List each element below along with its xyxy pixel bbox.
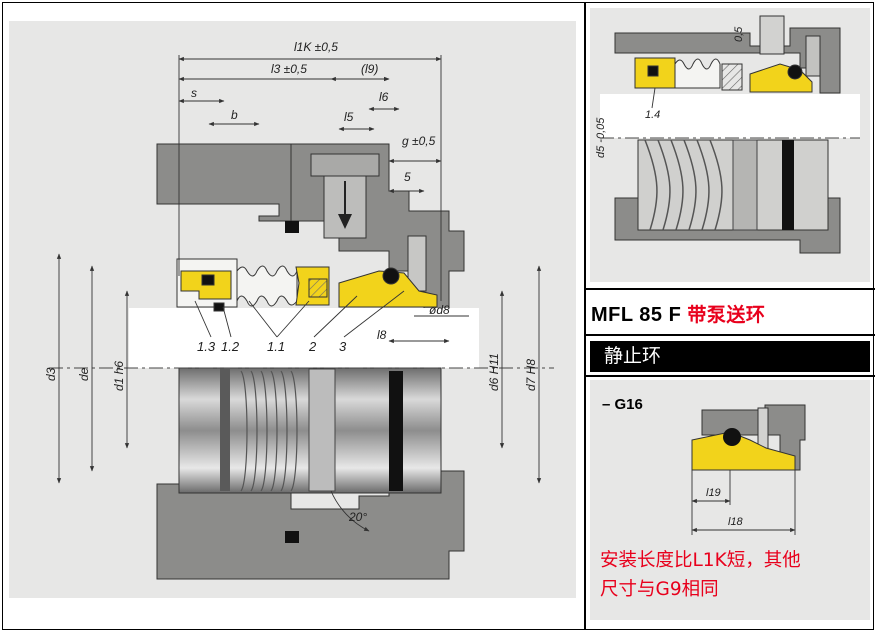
detail-part-1-4: 1.4 [645, 109, 660, 121]
shaft-view [178, 367, 442, 494]
dim-angle: 20° [348, 510, 367, 524]
dim-d7: d7 H8 [524, 359, 538, 391]
g16-housing [701, 404, 806, 471]
shaft-section [129, 308, 479, 368]
variant-label: – G16 [602, 396, 643, 413]
detail-part-leader [651, 87, 656, 109]
housing-oring-top [285, 221, 299, 233]
housing-oring-bottom [285, 531, 299, 543]
pumping-ring-drawing: d5 -0,05 0,5 1.4 [595, 15, 860, 254]
dim-l3: l3 ±0,5 [271, 62, 307, 76]
main-seal-drawing: l1K ±0,5 l3 ±0,5 (l9) s b l6 l5 g ±0,5 5… [44, 40, 554, 580]
column-divider [584, 2, 586, 630]
pumping-ring-detail-panel: d5 -0,05 0,5 1.4 [590, 8, 870, 282]
main-drawing-panel: l1K ±0,5 l3 ±0,5 (l9) s b l6 l5 g ±0,5 5… [9, 21, 576, 598]
part-leaders [194, 290, 405, 338]
dim-l6: l6 [379, 90, 389, 104]
detail-rotating-section [634, 57, 813, 93]
g16-oring [723, 428, 741, 446]
note-line-1: 安装长度比L1K短，其他 [600, 550, 801, 571]
g16-dimension-lines [691, 470, 796, 535]
dim-d6: d6 H11 [487, 353, 501, 391]
rotating-unit-section [176, 258, 438, 312]
detail-shaft-section [600, 94, 860, 138]
inlet-port [310, 153, 380, 239]
installation-note: 安装长度比L1K短，其他 尺寸与G9相同 [600, 546, 865, 604]
section-header: 静止环 [590, 341, 870, 372]
part-label-1-3: 1.3 [197, 339, 216, 354]
dim-d8: ød8 [429, 303, 450, 317]
dim-l1k: l1K ±0,5 [294, 40, 338, 54]
model-code: MFL 85 F [591, 304, 682, 326]
dim-l8: l8 [377, 328, 387, 342]
part-label-1-1: 1.1 [267, 339, 285, 354]
g16-dim-l18: l18 [728, 516, 744, 528]
divider-3 [585, 375, 875, 377]
g16-dim-l19: l19 [706, 487, 721, 499]
detail-pin [805, 35, 821, 77]
model-description: 带泵送环 [687, 304, 766, 326]
note-line-2: 尺寸与G9相同 [600, 579, 719, 600]
detail-dim-d5: d5 -0,05 [595, 117, 607, 158]
dim-d1: d1 h6 [112, 361, 126, 391]
dim-5: 5 [404, 170, 411, 184]
dim-s: s [191, 86, 197, 100]
dimension-lines [56, 55, 542, 532]
detail-shaft-view [637, 139, 829, 231]
dim-l9: (l9) [361, 62, 378, 76]
part-label-1-2: 1.2 [221, 339, 240, 354]
dim-b: b [231, 108, 238, 122]
part-label-2: 2 [308, 339, 317, 354]
part-label-3: 3 [339, 339, 347, 354]
g16-ring-drawing: l19 l18 [691, 404, 806, 535]
detail-port [759, 15, 785, 55]
dim-de: de [77, 367, 91, 381]
dim-d3: d3 [44, 367, 58, 381]
stationary-ring-panel: l19 l18 [590, 380, 870, 620]
divider-2 [585, 334, 875, 336]
detail-dim-0-5: 0,5 [733, 26, 745, 42]
divider-1 [585, 288, 875, 290]
dim-g: g ±0,5 [402, 134, 436, 148]
dim-l5: l5 [344, 110, 354, 124]
